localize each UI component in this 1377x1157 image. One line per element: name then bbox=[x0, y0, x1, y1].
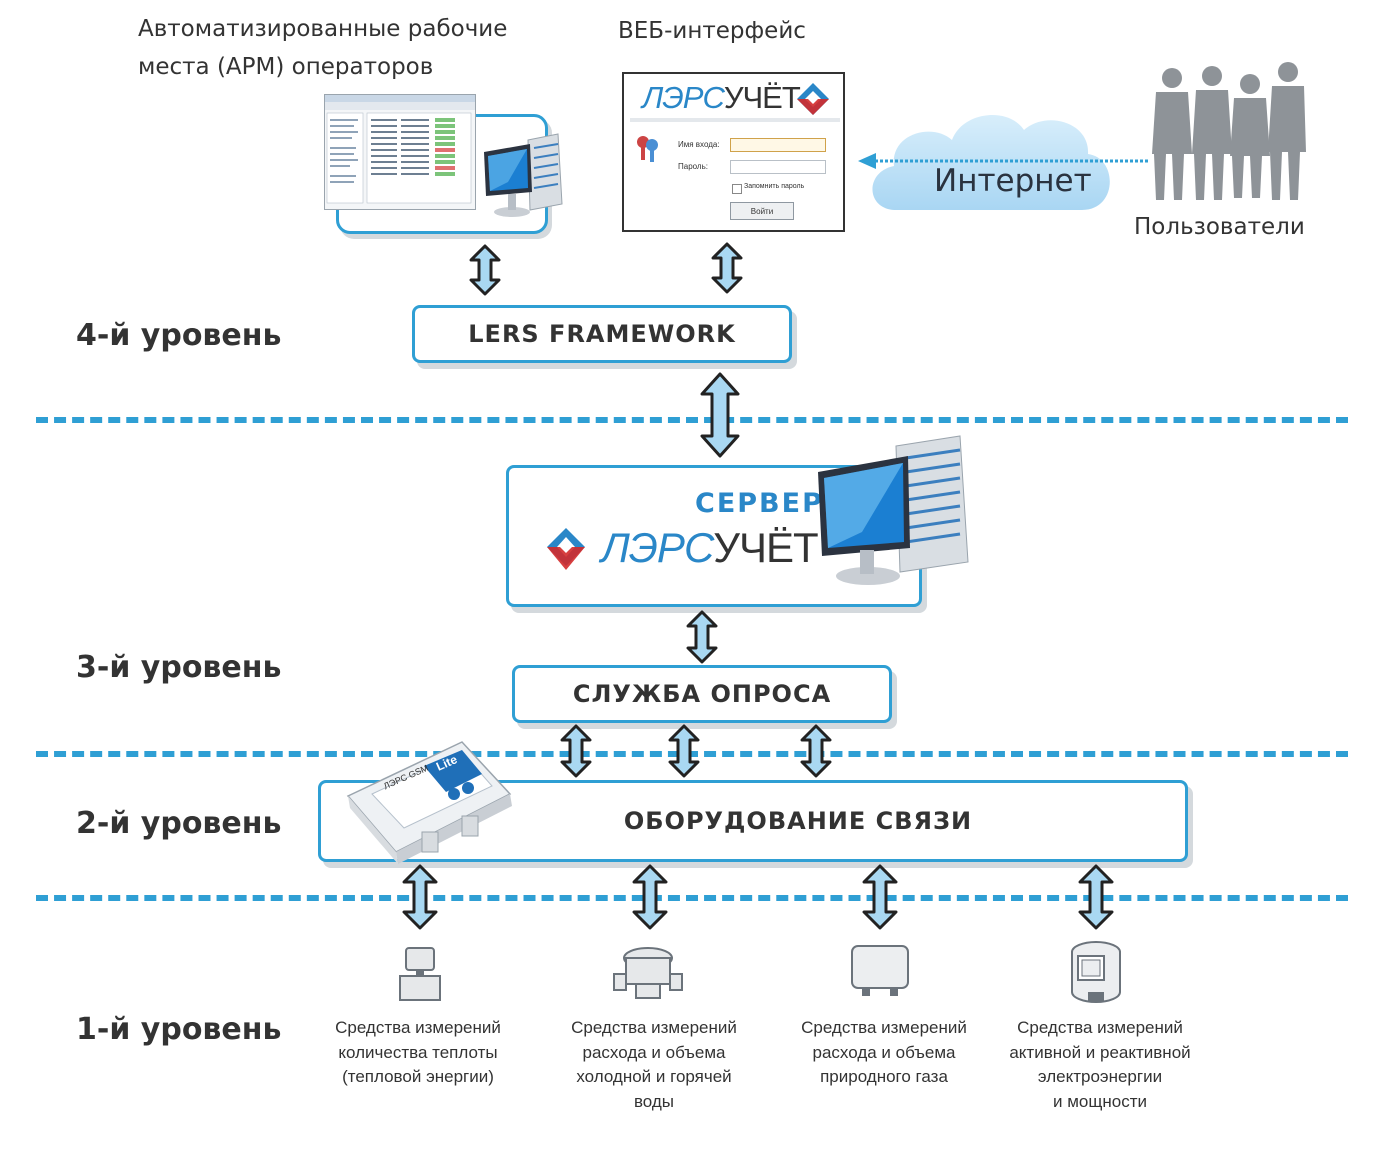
gas-meter-caption: Средства измерений расхода и объема прир… bbox=[801, 1018, 967, 1086]
arrow-comms-electric bbox=[1078, 864, 1114, 930]
password-input[interactable] bbox=[730, 160, 826, 174]
arrow-comms-heat bbox=[402, 864, 438, 930]
arrow-server-polling bbox=[686, 610, 718, 664]
server-logo-text: ЛЭРСУЧЁТ bbox=[601, 524, 819, 572]
web-logo-right: УЧЁТ bbox=[723, 80, 801, 115]
web-interface-caption: ВЕБ-интерфейс bbox=[618, 18, 806, 44]
internet-label: Интернет bbox=[934, 163, 1092, 199]
arrow-web-framework bbox=[711, 242, 743, 294]
lers-logo-icon bbox=[796, 82, 830, 116]
arm-screenshot bbox=[324, 94, 476, 210]
login-label: Имя входа: bbox=[678, 140, 720, 149]
level-4-label: 4-й уровень bbox=[76, 318, 282, 353]
server-computer-icon bbox=[810, 435, 978, 588]
electricity-meter-caption: Средства измерений активной и реактивной… bbox=[1009, 1018, 1191, 1111]
server-logo-left: ЛЭРС bbox=[601, 524, 714, 571]
login-input[interactable] bbox=[730, 138, 826, 152]
heat-meter-caption: Средства измерений количества теплоты (т… bbox=[335, 1018, 501, 1086]
server-lers-logo-icon bbox=[545, 526, 587, 572]
arrow-arm-framework bbox=[469, 244, 501, 296]
arrow-comms-water bbox=[632, 864, 668, 930]
polling-service-box: СЛУЖБА ОПРОСА bbox=[512, 665, 892, 723]
polling-service-label: СЛУЖБА ОПРОСА bbox=[572, 680, 832, 708]
lers-framework-box: LERS FRAMEWORK bbox=[412, 305, 792, 363]
keys-icon bbox=[634, 134, 660, 164]
login-button[interactable]: Войти bbox=[730, 202, 794, 220]
users-label: Пользователи bbox=[1134, 214, 1305, 240]
arrow-polling-comms-3 bbox=[800, 724, 832, 778]
web-logo-text: ЛЭРСУЧЁТ bbox=[642, 80, 801, 116]
arrow-framework-server bbox=[700, 372, 740, 458]
arrow-polling-comms-1 bbox=[560, 724, 592, 778]
arrow-polling-comms-2 bbox=[668, 724, 700, 778]
web-logo-left: ЛЭРС bbox=[642, 80, 725, 115]
internet-cloud bbox=[856, 100, 1126, 220]
water-meter-caption: Средства измерений расхода и объема холо… bbox=[571, 1018, 737, 1111]
level-1-label: 1-й уровень bbox=[76, 1012, 282, 1047]
password-label: Пароль: bbox=[678, 162, 708, 171]
arm-computer-icon bbox=[478, 132, 568, 222]
gsm-modem-icon: ЛЭРС GSM Lite bbox=[342, 736, 518, 866]
server-title: СЕРВЕР bbox=[695, 488, 824, 519]
remember-label: Запомнить пароль bbox=[744, 183, 805, 190]
server-logo-right: УЧЁТ bbox=[713, 524, 818, 571]
arm-screenshot-graphic bbox=[325, 95, 475, 204]
web-header-divider bbox=[630, 118, 840, 122]
separator-level-4-3 bbox=[36, 417, 1348, 423]
level-2-label: 2-й уровень bbox=[76, 806, 282, 841]
arrow-comms-gas bbox=[862, 864, 898, 930]
arm-caption-line2: места (АРМ) операторов bbox=[138, 54, 434, 80]
web-login-window: ЛЭРСУЧЁТ Имя входа: Пароль: Запомнить па… bbox=[622, 72, 845, 232]
arm-caption-line1: Автоматизированные рабочие bbox=[138, 16, 508, 42]
separator-level-2-1 bbox=[36, 895, 1348, 901]
lers-framework-label: LERS FRAMEWORK bbox=[468, 320, 736, 348]
internet-arrow bbox=[858, 152, 1148, 172]
level-3-label: 3-й уровень bbox=[76, 650, 282, 685]
electricity-meter-icon bbox=[1068, 941, 1124, 1004]
remember-checkbox[interactable] bbox=[732, 184, 742, 194]
heat-meter-icon bbox=[398, 946, 444, 1004]
users-icon bbox=[1150, 62, 1306, 202]
gas-meter-icon bbox=[850, 944, 910, 998]
arm-caption: Автоматизированные рабочие места (АРМ) о… bbox=[138, 10, 507, 86]
comms-equipment-label: ОБОРУДОВАНИЕ СВЯЗИ bbox=[623, 807, 973, 835]
separator-level-3-2 bbox=[36, 751, 1348, 757]
water-meter-icon bbox=[612, 944, 683, 1002]
